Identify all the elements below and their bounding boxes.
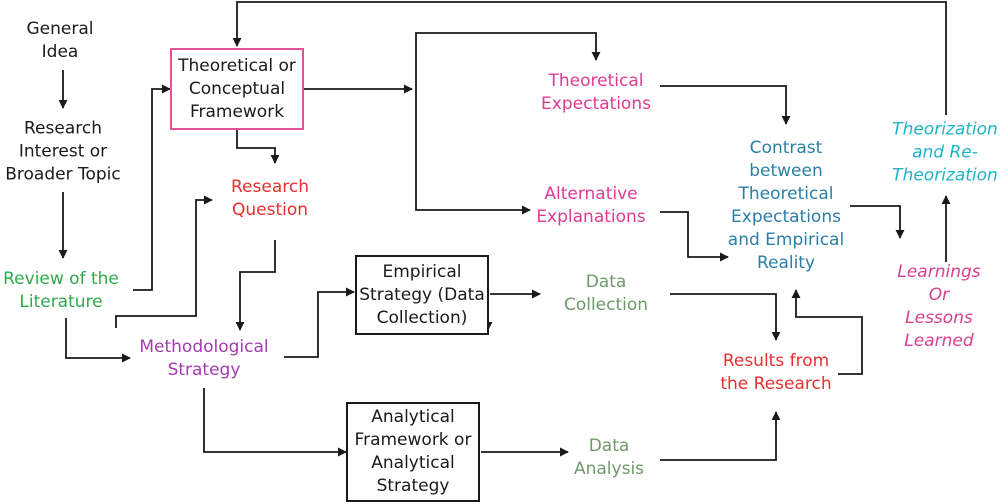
arrow-method-to-empirical [284,287,355,358]
arrow-theorization-to-framework [232,1,947,115]
arrow-review-to-framework [133,84,171,291]
arrow-question-to-method [235,240,276,331]
arrow-contrast-to-learnings [850,205,905,239]
node-results: Results from the Research [720,351,832,394]
node-methodological-strategy: Methodological Strategy [139,337,269,380]
arrow-review-to-question [115,195,213,328]
arrow-branch-to-expectations [415,32,601,89]
arrow-analysis-to-results [660,411,781,461]
node-learnings: Learnings Or Lessons Learned [897,262,981,351]
node-framework: Theoretical or Conceptual Framework [170,48,304,130]
node-data-analysis: Data Analysis [573,436,645,479]
arrow-results-to-contrast [791,289,863,375]
node-alternative-explanations: Alternative Explanations [536,184,646,227]
arrow-alternatives-to-contrast [660,211,729,262]
node-research-question: Research Question [231,177,309,220]
arrow-method-to-analytical [203,388,347,457]
node-review-literature: Review of the Literature [3,269,119,312]
arrow-collection-to-results [670,293,781,341]
node-theorization: Theorization and Re- Theorization [892,119,998,186]
node-contrast: Contrast between Theoretical Expectation… [727,138,845,273]
node-general-idea: General Idea [26,19,94,62]
arrow-branch-to-alternatives [415,89,531,215]
node-theoretical-expectations: Theoretical Expectations [541,71,651,114]
node-data-collection: Data Collection [563,272,649,315]
node-research-interest: Research Interest or Broader Topic [5,118,121,185]
arrow-framework-to-question [236,130,280,164]
node-empirical-strategy: Empirical Strategy (Data Collection) [355,255,489,335]
node-analytical-framework: Analytical Framework or Analytical Strat… [346,402,480,502]
arrow-expectations-to-contrast [660,85,791,125]
arrow-review-to-method [65,318,131,363]
